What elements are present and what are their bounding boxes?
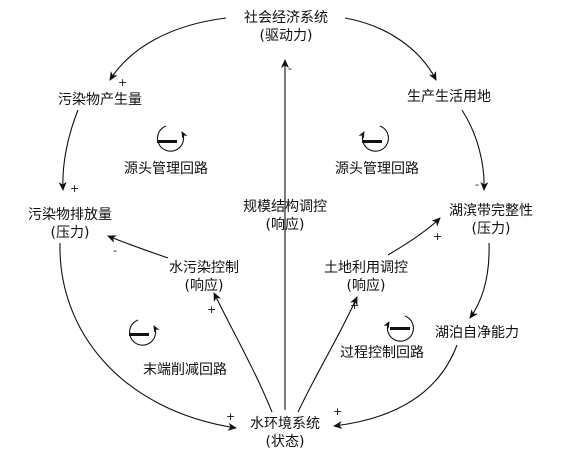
- node-pollutant-emission-role: (压力): [51, 225, 90, 241]
- node-water-pollution-control-role: (响应): [185, 277, 224, 294]
- arrow-generation-to-emission: [58, 109, 79, 191]
- arrow-social-to-generation: [109, 17, 227, 81]
- node-pollutant-generation: 污染物产生量: [58, 92, 142, 108]
- node-water-environment-title: 水环境系统: [250, 416, 320, 432]
- loop-symbol-end-reduction: [129, 319, 160, 346]
- loop-label-source-right: 源头管理回路: [335, 161, 419, 177]
- arrow-water-pollution-control-to-emission: [107, 235, 169, 259]
- arrow-water-environment-to-water-pollution-control: [213, 292, 273, 413]
- node-production-land: 生产生活用地: [407, 89, 491, 105]
- loop-symbol-source-left: [157, 125, 188, 152]
- sign-emission-to-water-env-plus: +: [226, 410, 235, 423]
- arrow-social-to-production: [344, 17, 437, 81]
- sign-scale-minus: -: [288, 62, 292, 75]
- sign-production-minus: -: [475, 178, 479, 191]
- node-scale-structure-control-title: 规模结构调控: [243, 199, 327, 215]
- sign-water-pollution-control-minus: -: [113, 244, 117, 257]
- arrow-emission-to-water-environment: [59, 242, 237, 431]
- loop-symbol-process-control: [383, 315, 414, 342]
- arrow-land-use-control-to-lakeshore: [387, 217, 441, 256]
- sign-lake-to-water-env-plus: +: [333, 405, 342, 418]
- node-scale-structure-control-role: (响应): [266, 216, 305, 233]
- loop-symbol-source-right: [358, 125, 389, 152]
- node-water-environment-role: (状态): [266, 434, 305, 450]
- arrow-water-environment-to-land-use-control: [297, 296, 358, 413]
- node-land-use-control-role: (响应): [347, 277, 386, 294]
- node-social-economy-role: (驱动力): [260, 28, 313, 44]
- sign-generation-plus: +: [118, 76, 127, 89]
- loop-label-source-left: 源头管理回路: [124, 161, 208, 177]
- sign-water-env-to-luc-plus: +: [350, 299, 359, 312]
- sign-land-to-lakeshore-plus: +: [433, 230, 442, 243]
- node-lakeshore-integrity-title: 湖滨带完整性: [449, 203, 533, 219]
- arrow-lake-purification-to-water-environment: [333, 344, 458, 430]
- node-water-pollution-control-title: 水污染控制: [169, 260, 239, 276]
- arrow-production-to-lakeshore: [461, 109, 489, 191]
- node-social-economy-title: 社会经济系统: [244, 10, 328, 26]
- node-lake-self-purification: 湖泊自净能力: [435, 325, 519, 341]
- node-pollutant-emission-title: 污染物排放量: [28, 207, 112, 223]
- sign-water-env-to-wpc-plus: +: [207, 303, 216, 316]
- sign-emission-plus: +: [70, 182, 79, 195]
- node-land-use-control-title: 土地利用调控: [324, 260, 408, 276]
- loop-label-process-control: 过程控制回路: [340, 345, 424, 361]
- node-lakeshore-integrity-role: (压力): [472, 221, 511, 237]
- loop-label-end-reduction: 末端削减回路: [143, 362, 227, 378]
- arrow-lakeshore-to-lake-purification: [469, 242, 490, 319]
